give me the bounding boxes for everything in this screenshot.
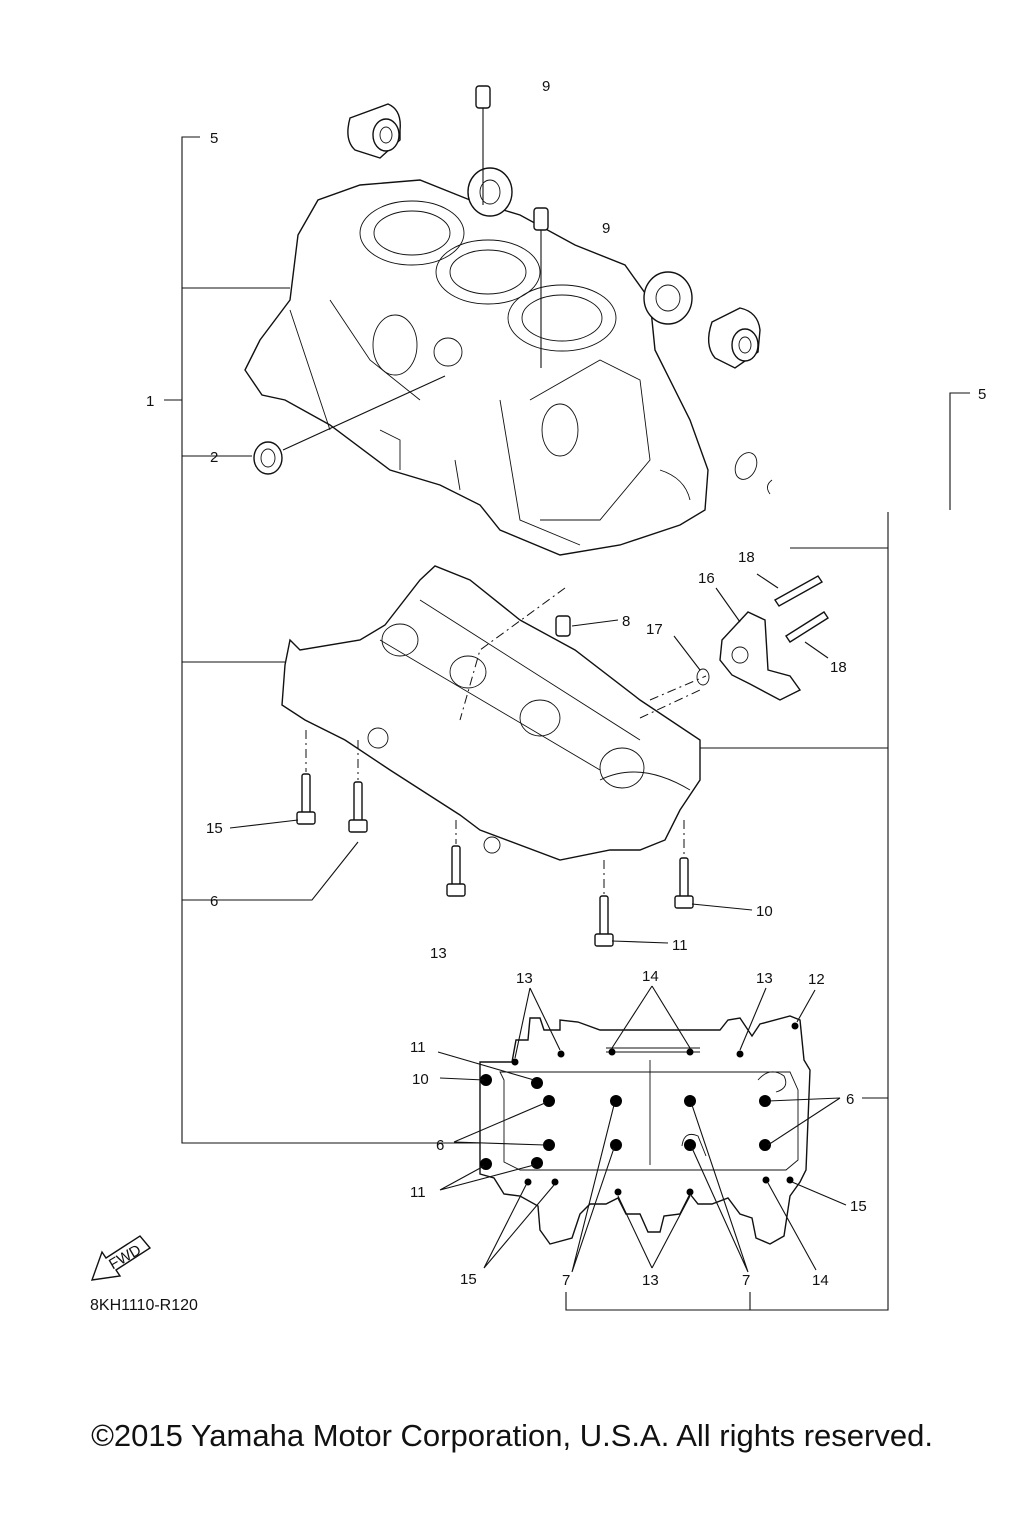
callout-9-top: 9 [542, 78, 550, 95]
pattern-15-bottom: 15 [460, 1271, 477, 1288]
callout-2: 2 [210, 449, 218, 466]
assembly-bracket [164, 136, 970, 1311]
callout-1: 1 [146, 393, 154, 410]
callout-5-right: 5 [978, 386, 986, 403]
dowel-pin-8 [459, 587, 619, 721]
callout-6: 6 [210, 893, 218, 910]
callout-11: 11 [672, 937, 688, 954]
lower-crankcase [281, 565, 701, 861]
callout-18-top: 18 [738, 549, 755, 566]
callout-18: 18 [830, 659, 847, 676]
pattern-7-right: 7 [742, 1272, 750, 1289]
crankcase-bolts [228, 730, 753, 947]
pattern-10: 10 [412, 1071, 429, 1088]
pattern-14-top: 14 [642, 968, 659, 985]
upper-crankcase [244, 179, 773, 556]
fwd-arrow-icon: FWD [90, 1235, 152, 1281]
mount-bushing-5 [347, 103, 761, 369]
callout-8: 8 [622, 613, 630, 630]
pattern-12: 12 [808, 971, 825, 988]
sensor-assembly [639, 573, 829, 719]
callout-5: 5 [210, 130, 218, 147]
drawing-code: 8KH1110-R120 [90, 1297, 198, 1314]
bolt-pattern-view [437, 985, 847, 1273]
callout-13: 13 [430, 945, 447, 962]
callout-17: 17 [646, 621, 663, 638]
pattern-7-left: 7 [562, 1272, 570, 1289]
pattern-6-right: 6 [846, 1091, 854, 1108]
pattern-11-top: 11 [410, 1039, 426, 1056]
pattern-14-bottom: 14 [812, 1272, 829, 1289]
pattern-13-bottom: 13 [642, 1272, 659, 1289]
pattern-15-right: 15 [850, 1198, 867, 1215]
callout-16: 16 [698, 570, 715, 587]
copyright-notice: ©2015 Yamaha Motor Corporation, U.S.A. A… [91, 1418, 933, 1453]
pattern-6-left: 6 [436, 1137, 444, 1154]
pattern-13-top-left: 13 [516, 970, 533, 987]
dowel-pin-9 [475, 85, 549, 368]
callout-10: 10 [756, 903, 773, 920]
pattern-13-top-right: 13 [756, 970, 773, 987]
plug-2 [253, 375, 446, 475]
pattern-11-bottom: 11 [410, 1184, 426, 1201]
callout-9: 9 [602, 220, 610, 237]
callout-15: 15 [206, 820, 223, 837]
